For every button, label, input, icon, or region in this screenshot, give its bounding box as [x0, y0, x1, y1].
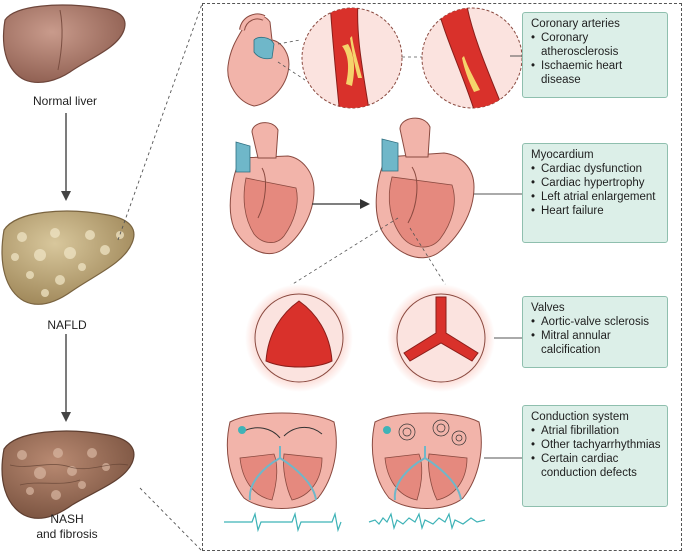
small-heart-image	[227, 13, 290, 107]
arrow-down-2	[61, 334, 71, 422]
nash-label-line2: and fibrosis	[36, 527, 98, 541]
afib-conduction-heart	[368, 412, 486, 531]
conduction-title: Conduction system	[531, 411, 629, 423]
normal-valve-circle	[245, 284, 353, 392]
valves-box: Valves Aortic-valve sclerosis Mitral ann…	[522, 296, 668, 368]
myocardium-connector	[474, 193, 524, 195]
nafld-label: NAFLD	[47, 318, 87, 332]
nash-liver-image	[1, 430, 135, 519]
coronary-arteries-box: Coronary arteries Coronary atheroscleros…	[522, 12, 668, 98]
coronary-connector	[510, 55, 522, 57]
myocardium-item: Left atrial enlargement	[531, 190, 661, 204]
conduction-system-box: Conduction system Atrial fibrillation Ot…	[522, 405, 668, 507]
coronary-item: Ischaemic heart disease	[531, 59, 661, 87]
heart-panel	[202, 3, 682, 551]
valves-item: Mitral annular calcification	[531, 329, 661, 357]
myocardium-box: Myocardium Cardiac dysfunction Cardiac h…	[522, 143, 668, 243]
valves-title: Valves	[531, 302, 565, 314]
valves-connector	[494, 337, 524, 339]
conduction-connector	[484, 457, 524, 459]
conduction-item: Certain cardiac conduction defects	[531, 452, 661, 480]
atherosclerotic-artery-circle	[301, 7, 403, 109]
myocardium-item: Heart failure	[531, 204, 661, 218]
myocardium-item: Cardiac dysfunction	[531, 162, 661, 176]
enlarged-heart-image	[375, 117, 475, 259]
myocardium-arrow	[312, 199, 370, 209]
coronary-title: Coronary arteries	[531, 18, 620, 30]
myocardium-item: Cardiac hypertrophy	[531, 176, 661, 190]
arrow-down-1	[61, 113, 71, 201]
normal-liver-image	[2, 4, 126, 84]
normal-liver-label: Normal liver	[32, 94, 97, 108]
normal-heart-image	[229, 122, 315, 255]
narrowed-artery-circle	[421, 7, 523, 109]
nafld-liver-image	[1, 210, 135, 305]
conduction-item: Atrial fibrillation	[531, 424, 661, 438]
conduction-item: Other tachyarrhythmias	[531, 438, 661, 452]
normal-conduction-heart	[224, 412, 342, 533]
nash-label: NASH and fibrosis	[12, 512, 122, 542]
myocardium-title: Myocardium	[531, 149, 594, 161]
valves-item: Aortic-valve sclerosis	[531, 315, 661, 329]
nash-label-line1: NASH	[50, 512, 84, 526]
coronary-item: Coronary atherosclerosis	[531, 31, 661, 59]
sclerotic-valve-circle	[387, 284, 495, 392]
